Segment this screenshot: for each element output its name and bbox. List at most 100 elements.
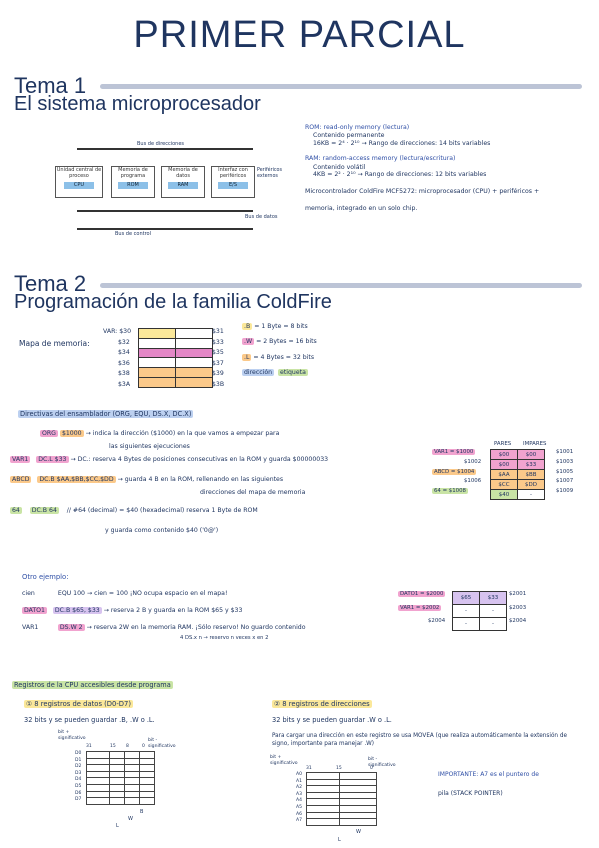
mem-left-1: $32 <box>118 338 130 346</box>
size-tag-l: .L <box>242 353 252 361</box>
otro1-value: DC.B $65, $33 <box>52 607 102 614</box>
bus-control-label: Bus de control <box>115 231 151 237</box>
datos-col-8: 8 <box>126 744 129 749</box>
datos-col-0: 0 <box>142 744 145 749</box>
line0-label: ORG <box>40 430 58 437</box>
dir-row-a7: A7 <box>296 818 302 824</box>
datos-row-d4: D4 <box>75 777 82 783</box>
line3-desc: → guarda 4 B en la ROM, rellenando en la… <box>117 476 284 483</box>
cpu-chip: CPU <box>64 182 94 189</box>
datos-register-grid <box>86 751 155 805</box>
memory-map-table <box>138 328 213 388</box>
mem-left-2: $34 <box>118 349 130 356</box>
directivas-lines: ORG $1000 → indica la dirección ($1000) … <box>10 430 328 534</box>
mini-cell-2-1: $BB <box>517 469 545 480</box>
otro1-desc: → reserva 2 B y guarda en la ROM $65 y $… <box>103 607 243 614</box>
otro-cell-2-0: - <box>452 617 480 631</box>
direcciones-para: Para cargar una dirección en este regist… <box>272 733 567 747</box>
directivas-title: Directivas del ensamblador (ORG, EQU, DS… <box>18 410 194 418</box>
datos-brace-w: W <box>128 816 133 822</box>
direcciones-title: ② 8 registros de direcciones <box>272 700 372 708</box>
io-block-label: Interfaz con periféricos <box>218 167 248 179</box>
line0-desc: → indica la dirección ($1000) en la que … <box>85 430 280 437</box>
otro-cell-1-0: - <box>452 604 480 618</box>
dir-row-a3: A3 <box>296 791 302 797</box>
line3-value: DC.B $AA,$BB,$CC,$DD <box>37 476 116 483</box>
line5-label: 64 <box>10 507 22 514</box>
mini-cell-0-0: $00 <box>490 449 518 460</box>
mini-cell-4-0: $40 <box>490 489 518 500</box>
datos-bit-right: bit - significativo <box>148 738 176 749</box>
mini-row0-label: VAR1 = $1000 <box>432 449 476 455</box>
io-chip: E/S <box>218 182 248 189</box>
mem-right-3: $37 <box>212 359 224 367</box>
tema2-subtitle: Programación de la familia ColdFire <box>14 291 332 313</box>
note-rom: ROM: read-only memory (lectura) <box>305 124 410 131</box>
mem-right-2: $35 <box>212 349 224 356</box>
otro-ejemplo-title: Otro ejemplo: <box>22 573 69 581</box>
datos-bit-left: bit + significativo <box>58 730 86 741</box>
mem-right-labels: $31 $33 $35 $37 $39 $3B <box>212 328 248 391</box>
bus-datos-label: Bus de datos <box>245 214 278 220</box>
microprocessor-diagram: Bus de direcciones Unidad central de pro… <box>55 138 285 238</box>
importante-note: IMPORTANTE: A7 es el puntero de <box>438 771 539 778</box>
line4-desc: direcciones del mapa de memoria <box>200 489 306 496</box>
size-text-w: = 2 Bytes = 16 bits <box>256 338 317 346</box>
tema1-heading: Tema 1 <box>14 73 87 98</box>
dir-row-a4: A4 <box>296 798 302 804</box>
otro-cell-0-0: $65 <box>452 591 480 605</box>
datos-col-31: 31 <box>86 744 92 749</box>
bus-control-line <box>77 228 253 230</box>
line2-desc: → DC.: reserva 4 Bytes de posiciones con… <box>70 456 329 463</box>
otro1-label: DATO1 <box>22 607 47 614</box>
otro-right-2: $2004 <box>509 618 527 624</box>
otro-right-1: $2003 <box>509 604 527 611</box>
note-ram: RAM: random-access memory (lectura/escri… <box>305 155 456 163</box>
mini-row3-label: $1006 <box>464 478 482 485</box>
cpu-block-label: Unidad central de proceso <box>56 167 102 179</box>
line5-desc: // #64 (decimal) = $40 (hexadecimal) res… <box>66 507 258 514</box>
otro0-value: EQU 100 <box>57 590 85 597</box>
note-rom-content: Contenido permanente <box>313 132 385 140</box>
mem-right-1: $33 <box>212 338 224 346</box>
datos-row-d5: D5 <box>75 783 82 789</box>
line1-desc: las siguientes ejecuciones <box>109 443 190 450</box>
direcciones-desc: 32 bits y se pueden guardar .W o .L. <box>272 716 392 724</box>
size-text-b: = 1 Byte = 8 bits <box>254 323 308 330</box>
otro0-desc: → cien = 100 ¡NO ocupa espacio en el map… <box>86 590 228 597</box>
otro2-label: VAR1 <box>22 624 39 631</box>
datos-col-15: 15 <box>110 744 116 749</box>
datos-row-d6: D6 <box>75 790 82 796</box>
note-rom-range: 16KB = 2⁴ · 2¹⁰ → Rango de direcciones: … <box>313 139 491 147</box>
note-coldfire: Microcontrolador ColdFire MCF5272: micro… <box>305 187 540 195</box>
bus-datos-line <box>77 210 253 212</box>
otro-row1-label: VAR1 = $2002 <box>398 604 442 611</box>
mem-left-3: $36 <box>118 359 130 367</box>
mini-cell-1-1: $33 <box>517 459 545 470</box>
mini-row1-label: $1002 <box>464 458 482 465</box>
mini-row2-label: ABCD = $1004 <box>432 468 477 475</box>
line6-desc: y guarda como contenido $40 ('0@') <box>105 527 219 534</box>
mini-right-1: $1003 <box>556 458 574 465</box>
otro-right-0: $2001 <box>509 591 527 597</box>
mem-left-labels: VAR: $30 $32 $34 $36 $38 $3A <box>103 328 139 391</box>
direcciones-row-labels: A0 A1 A2 A3 A4 A5 A6 A7 <box>296 772 302 825</box>
mini-cell-4-1: - <box>517 489 545 500</box>
line0-value: $1000 <box>59 430 84 437</box>
dir-brace-l: L <box>338 837 341 843</box>
dir-row-a6: A6 <box>296 811 302 817</box>
mini-right-2: $1005 <box>556 468 574 475</box>
otro0-label: cien <box>22 590 35 597</box>
otro-cell-1-1: - <box>479 604 507 618</box>
otro2-desc: → reserva 2W en la memoria RAM. ¡Sólo re… <box>86 624 306 631</box>
line2-label: VAR1 <box>10 456 31 463</box>
otro-table-labels: DATO1 = $2000 VAR1 = $2002 $2004 <box>398 591 446 632</box>
size-legend: .B = 1 Byte = 8 bits .W = 2 Bytes = 16 b… <box>242 323 317 377</box>
tema1-rule <box>100 84 582 89</box>
mapa-label: Mapa de memoria: <box>19 339 90 348</box>
bus-direcciones-line <box>77 148 253 150</box>
note-ram-range: 4KB = 2² · 2¹⁰ → Rango de direcciones: 1… <box>313 171 487 179</box>
otro2-value: DS.W 2 <box>57 624 85 631</box>
size-text-l: = 4 Bytes = 32 bits <box>253 353 315 361</box>
dir-col-15: 15 <box>336 766 342 771</box>
